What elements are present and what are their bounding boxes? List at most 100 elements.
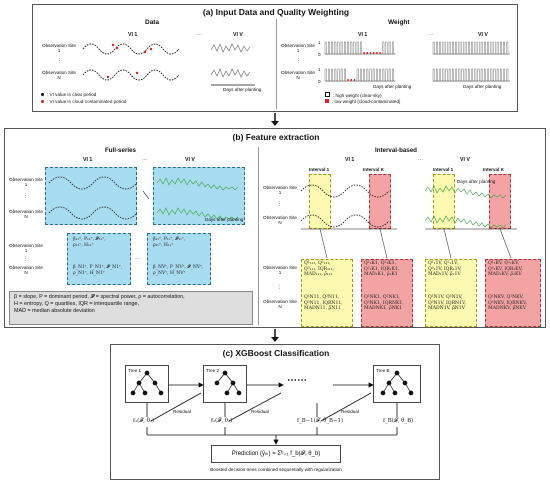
high-weight-bar xyxy=(461,41,464,55)
high-weight-bar xyxy=(432,41,435,55)
high-weight-bar xyxy=(366,68,369,82)
high-weight-bar xyxy=(461,68,464,82)
feat-full-NV: β_NVᵛ, P_NVᵛ, 𝓟_NVᵛ,ρ_NVᵛ, H_NVᵛ xyxy=(153,265,204,276)
feat-int-r2n: Q¹NKV, Q²NKV,Q³NKV, IQRNKV,MADNKV, ρ̃NKV xyxy=(488,295,527,312)
feat-int-y1n: Q¹N11, Q²N11,Q³N11, IQRN11,MADN11, ρ̃N11 xyxy=(304,295,343,312)
full-vi1: VI 1 xyxy=(83,157,93,163)
int-viv: VI V xyxy=(460,157,470,163)
high-weight-bar xyxy=(382,68,385,82)
panel-b-title: (b) Feature extraction xyxy=(232,132,320,142)
arrow-a-to-b xyxy=(271,113,279,126)
residual-1: Residual xyxy=(173,409,191,414)
xgb-caption: Boosted decision trees combined sequenti… xyxy=(210,467,342,472)
high-weight-bar xyxy=(480,41,483,55)
high-weight-bar xyxy=(353,41,356,55)
high-weight-bar xyxy=(388,41,391,55)
high-weight-bar xyxy=(344,68,346,82)
high-weight-bar xyxy=(385,41,388,55)
full-feat-site-n: Observation Site N xyxy=(9,265,43,276)
panel-b-divider xyxy=(258,147,259,325)
high-weight-bar xyxy=(445,41,448,55)
high-weight-bar xyxy=(468,68,470,82)
high-weight-bar xyxy=(487,68,489,82)
int-days-label: Days after planting xyxy=(457,179,496,184)
full-hdots: ⋯ xyxy=(142,157,148,163)
data-site-n: Observation Site N xyxy=(42,70,76,81)
high-weight-bar xyxy=(448,68,451,82)
weight-bars xyxy=(324,41,510,82)
panel-xgboost: (c) XGBoost Classification Tree 1 Tree 2… xyxy=(110,344,440,480)
feat-int-r1: Q¹₁K1, Q²₁K1,Q³₁K1, IQR₁K1,MAD₁K1, ρ̃₁K1 xyxy=(364,261,400,278)
high-weight-bar xyxy=(331,41,333,55)
weight-site-1: Observation Site 1 xyxy=(281,43,315,54)
cloud-dot-icon xyxy=(41,100,44,103)
high-weight-bar xyxy=(337,41,340,55)
low-weight-bar xyxy=(347,79,349,81)
high-weight-bar xyxy=(496,41,499,55)
full-feat-hdots: ⋯ xyxy=(135,256,141,262)
high-weight-bar xyxy=(324,41,327,55)
high-weight-bar xyxy=(464,41,467,55)
weight-site-n: Observation Site N xyxy=(281,70,315,81)
high-weight-bar xyxy=(506,41,509,55)
high-weight-bar xyxy=(356,41,359,55)
high-weight-bar xyxy=(344,41,346,55)
data-curves xyxy=(82,43,255,86)
interval-header: Interval-based xyxy=(375,147,417,154)
high-weight-bar xyxy=(436,68,438,82)
panel-c-title: (c) XGBoost Classification xyxy=(222,348,330,358)
legend-line-2: H = entropy, Q = quartiles, IQR = interq… xyxy=(14,301,139,307)
high-weight-bar xyxy=(439,41,441,55)
data-viv-label: VI V xyxy=(233,32,243,38)
high-weight-bar xyxy=(458,41,461,55)
feat-int-r2: Q¹₁KV, Q²₁KV,Q³₁KV, IQR₁KV,MAD₁KV, ρ̃₁KV xyxy=(488,261,523,278)
weight-axis-zero-n: 0 xyxy=(318,79,321,84)
int-hdots: ⋯ xyxy=(418,157,424,163)
int-interval-1-a: Interval 1 xyxy=(309,167,330,172)
high-weight-bar xyxy=(328,68,330,82)
panel-a-title: (a) Input Data and Quality Weighting xyxy=(202,7,350,17)
data-vdots: ⋮ xyxy=(57,58,63,64)
high-weight-bar xyxy=(334,41,337,55)
weight-days-label: Days after planting xyxy=(373,84,412,89)
legend-high-row: : high weight (clear-sky) xyxy=(325,92,382,98)
weight-viv-label: VI V xyxy=(478,32,488,38)
int-feat-red-1 xyxy=(361,259,413,327)
high-weight-bar xyxy=(506,68,509,82)
full-feat-vi1-box xyxy=(67,233,131,285)
int-feat-yellow-2 xyxy=(425,259,477,327)
high-weight-bar xyxy=(448,41,451,55)
high-weight-bar xyxy=(468,41,470,55)
legend-cloud-row: : VI value in cloud-contaminated period xyxy=(41,99,126,104)
data-site-1: Observation Site 1 xyxy=(42,43,76,54)
legend-cloud-text: : VI value in cloud-contaminated period xyxy=(47,99,127,104)
high-weight-bar xyxy=(328,41,330,55)
high-weight-icon xyxy=(325,92,330,97)
prediction-box: Prediction (ŷᵢₖ) = Σᵇ₌₁ f_b(𝓕, θ_b) xyxy=(211,445,341,463)
int-interval-k-a: Interval K xyxy=(363,167,384,172)
weight-header: Weight xyxy=(388,19,410,26)
f1-label: f₁(𝓕, θ₁) xyxy=(133,418,155,424)
high-weight-bar xyxy=(484,68,486,82)
feat-int-r1n: Q¹NK1, Q²NK1,Q³NK1, IQRNK1,MADNK1, ρ̃NK1 xyxy=(364,295,404,312)
high-weight-bar xyxy=(360,68,362,82)
feat-int-y2n: Q¹N1V, Q²N1V,Q³N1V, IQRN1V,MADN1V, ρ̃N1V xyxy=(428,295,466,312)
panel-input-data: (a) Input Data and Quality Weighting Dat… xyxy=(32,4,518,112)
data-days-label: Days after planting xyxy=(223,87,262,92)
int-feat-vdots: ⋮ xyxy=(277,284,283,290)
interval-arrows xyxy=(319,228,512,259)
full-series-header: Full-series xyxy=(105,147,136,154)
low-weight-bar xyxy=(353,79,356,81)
fb-label: f_B(𝓕, θ_B) xyxy=(383,418,414,424)
low-weight-bar xyxy=(376,52,378,54)
f2-label: f₂(𝓕, θ₂) xyxy=(211,418,233,424)
high-weight-bar xyxy=(496,68,499,82)
high-weight-bar xyxy=(372,68,375,82)
full-feat-vdots: ⋮ xyxy=(23,256,29,262)
data-hdots: ⋯ xyxy=(197,32,203,38)
tree-2-box: Tree 2 xyxy=(203,365,247,403)
feat-int-y2: Q¹₁1V, Q²₁1V,Q³₁1V, IQR₁1V,MAD₁1V, ρ̃₁1V xyxy=(428,261,462,278)
low-weight-bar xyxy=(366,52,368,54)
high-weight-bar xyxy=(500,68,502,82)
int-red-2 xyxy=(489,174,511,229)
